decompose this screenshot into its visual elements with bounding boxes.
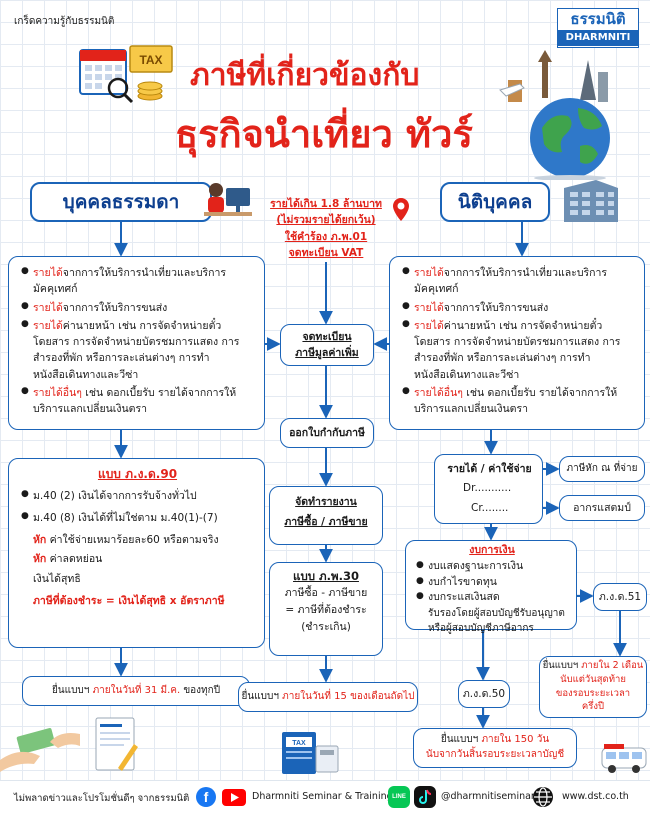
individual-heading: บุคคลธรรมดา xyxy=(62,191,180,213)
stamp-duty-box: อากรแสตมป์ xyxy=(559,495,645,521)
globe-icon[interactable] xyxy=(532,786,554,808)
pnd90-box: แบบ ภ.ง.ด.90 ม.40 (2) เงินได้จากการรับจ้… xyxy=(8,458,265,648)
tax-calendar-illustration: TAX xyxy=(78,42,178,104)
location-pin-icon xyxy=(392,198,410,222)
ledger-title: รายได้ / ค่าใช้จ่าย xyxy=(447,463,532,475)
tax-invoice-box: ออกใบกำกับภาษี xyxy=(280,418,374,448)
auditor-certify-line1: รับรองโดยผู้สอบบัญชีรับอนุญาต xyxy=(428,608,565,619)
ledger-credit: Cr........ xyxy=(471,501,509,514)
hands-money-illustration xyxy=(0,712,80,776)
logo-english-text: DHARMNITI xyxy=(558,30,638,46)
social-handle[interactable]: @dharmnitiseminar xyxy=(441,791,535,802)
list-item: รายได้ค่านายหน้า เช่น การจัดจำหน่ายตั๋วโ… xyxy=(21,318,256,383)
facebook-page-link[interactable]: Dharmniti Seminar & Training xyxy=(252,791,393,802)
financial-statement-title: งบการเงิน xyxy=(469,544,515,556)
tax-report-box: จัดทำรายงาน ภาษีซื้อ / ภาษีขาย xyxy=(269,486,383,545)
page-title-line2: ธุรกิจนำเที่ยว ทัวร์ xyxy=(175,112,473,156)
tax-document-illustration: TAX xyxy=(272,728,342,776)
list-item: รายได้จากการให้บริการขนส่ง xyxy=(21,300,256,316)
list-item: งบกระแสเงินสด xyxy=(416,590,570,606)
net-income-line: เงินได้สุทธิ xyxy=(33,572,81,585)
pp30-title: แบบ ภ.พ.30 xyxy=(293,569,359,583)
individual-income-box: รายได้จากการให้บริการนำเที่ยวและบริการมั… xyxy=(8,256,265,430)
individual-income-list: รายได้จากการให้บริการนำเที่ยวและบริการมั… xyxy=(19,265,256,417)
logo-thai-text: ธรรมนิติ xyxy=(570,10,626,28)
deduct-expense-line: หัก ค่าใช้จ่ายเหมาร้อยละ60 หรือตามจริง xyxy=(33,534,219,547)
vat-threshold-note: รายได้เกิน 1.8 ล้านบาท (ไม่รวมรายได้ยกเว… xyxy=(270,198,382,259)
list-item: ม.40 (8) เงินได้ที่ไม่ใช่ตาม ม.40(1)-(7) xyxy=(21,510,256,526)
pnd50-box: ภ.ง.ด.50 xyxy=(458,680,510,708)
list-item: รายได้จากการให้บริการนำเที่ยวและบริการมั… xyxy=(402,265,636,298)
list-item: งบกำไรขาดทุน xyxy=(416,575,570,591)
tax-sign-text: TAX xyxy=(139,53,162,67)
pnd51-deadline-box: ยื่นแบบฯ ภายใน 2 เดือน นับแต่วันสุดท้าย … xyxy=(539,656,647,718)
auditor-certify-line2: หรือผู้สอบบัญชีภาษีอากร xyxy=(428,623,534,634)
globe-travel-illustration xyxy=(480,50,640,181)
pp30-box: แบบ ภ.พ.30 ภาษีซื้อ - ภาษีขาย = ภาษีที่ต… xyxy=(269,562,383,656)
financial-statement-list: งบแสดงฐานะการเงิน งบกำไรขาดทุน งบกระแสเง… xyxy=(414,559,570,606)
tax-formula-line: ภาษีที่ต้องชำระ = เงินได้สุทธิ x อัตราภา… xyxy=(33,594,225,607)
tax-label-text: TAX xyxy=(292,740,306,747)
juristic-income-box: รายได้จากการให้บริการนำเที่ยวและบริการมั… xyxy=(389,256,645,430)
office-worker-illustration xyxy=(200,178,256,224)
footer-bar: ไม่พลาดข่าวและโปรโมชั่นดีๆ จากธรรมนิติ f… xyxy=(0,780,650,814)
list-item: งบแสดงฐานะการเงิน xyxy=(416,559,570,575)
youtube-icon[interactable] xyxy=(222,789,246,806)
office-building-illustration xyxy=(556,176,626,226)
vat-deadline-box: ยื่นแบบฯ ภายในวันที่ 15 ของเดือนถัดไป xyxy=(238,682,418,712)
pnd90-income-list: ม.40 (2) เงินได้จากการรับจ้างทั่วไป ม.40… xyxy=(19,488,256,527)
tax-return-illustration xyxy=(88,714,144,776)
ledger-debit: Dr........... xyxy=(463,482,512,495)
website-link[interactable]: www.dst.co.th xyxy=(562,791,629,802)
list-item: รายได้จากการให้บริการนำเที่ยวและบริการมั… xyxy=(21,265,256,298)
tiktok-icon[interactable] xyxy=(414,786,436,808)
list-item: รายได้จากการให้บริการขนส่ง xyxy=(402,300,636,316)
pnd90-title: แบบ ภ.ง.ด.90 xyxy=(97,467,178,481)
juristic-heading-box: นิติบุคคล xyxy=(440,182,550,222)
financial-statement-box: งบการเงิน งบแสดงฐานะการเงิน งบกำไรขาดทุน… xyxy=(405,540,577,634)
list-item: รายได้อื่นๆ เช่น ดอกเบี้ยรับ รายได้จากกา… xyxy=(402,385,636,418)
pnd50-deadline-box: ยื่นแบบฯ ภายใน 150 วัน นับจากวันสิ้นรอบร… xyxy=(413,728,577,768)
brand-caption: เกร็ดความรู้กับธรรมนิติ xyxy=(14,16,115,27)
line-icon[interactable]: LINE xyxy=(388,786,410,808)
vat-register-box: จดทะเบียน ภาษีมูลค่าเพิ่ม xyxy=(280,324,374,366)
pnd51-box: ภ.ง.ด.51 xyxy=(593,583,647,611)
footer-tagline: ไม่พลาดข่าวและโปรโมชั่นดีๆ จากธรรมนิติ xyxy=(14,793,190,804)
juristic-heading: นิติบุคคล xyxy=(457,191,533,213)
brand-logo[interactable]: ธรรมนิติ DHARMNITI xyxy=(557,8,639,48)
juristic-income-list: รายได้จากการให้บริการนำเที่ยวและบริการมั… xyxy=(400,265,636,417)
list-item: รายได้ค่านายหน้า เช่น การจัดจำหน่ายตั๋วโ… xyxy=(402,318,636,383)
individual-deadline-box: ยื่นแบบฯ ภายในวันที่ 31 มี.ค. ของทุกปี xyxy=(22,676,250,706)
page-title-line1: ภาษีที่เกี่ยวข้องกับ xyxy=(190,58,420,93)
deduct-allowance-line: หัก ค่าลดหย่อน xyxy=(33,553,103,566)
list-item: ม.40 (2) เงินได้จากการรับจ้างทั่วไป xyxy=(21,488,256,504)
tour-van-illustration xyxy=(600,740,648,776)
facebook-icon[interactable]: f xyxy=(196,787,216,807)
list-item: รายได้อื่นๆ เช่น ดอกเบี้ยรับ รายได้จากกา… xyxy=(21,385,256,418)
withholding-tax-box: ภาษีหัก ณ ที่จ่าย xyxy=(559,456,645,482)
ledger-box: รายได้ / ค่าใช้จ่าย Dr........... Cr....… xyxy=(434,454,543,524)
individual-heading-box: บุคคลธรรมดา xyxy=(30,182,212,222)
